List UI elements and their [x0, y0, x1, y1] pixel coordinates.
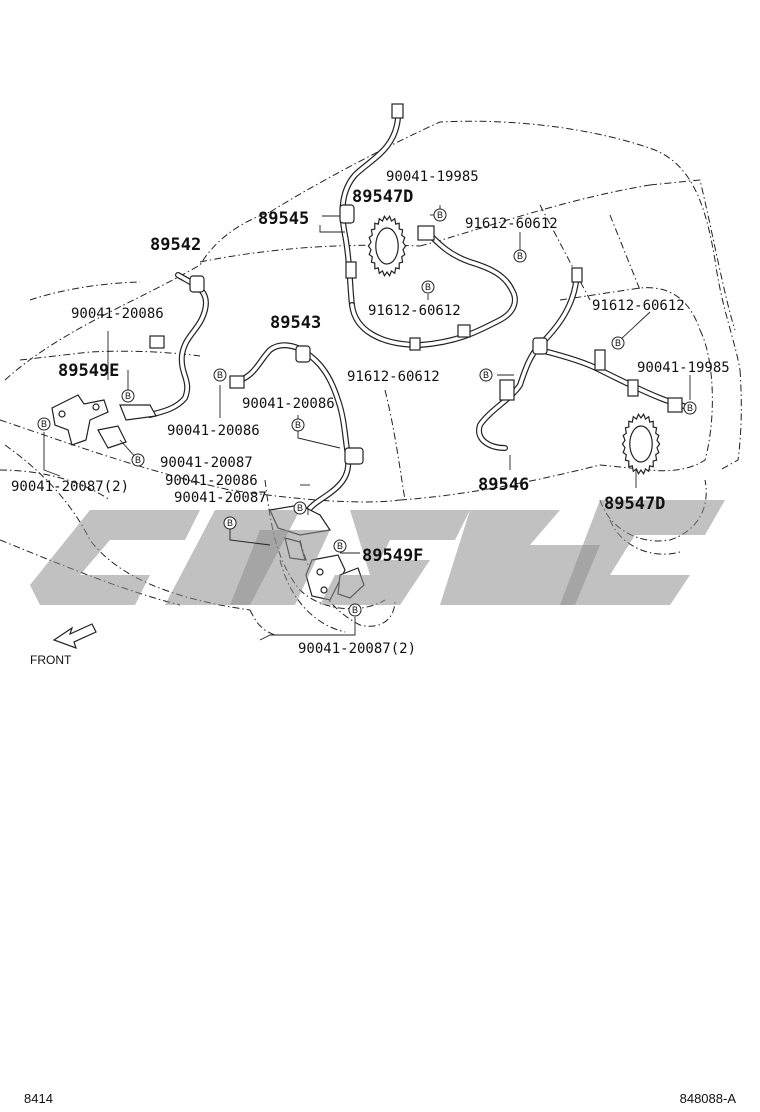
- bolt-marker: B: [293, 501, 307, 515]
- connector-89542: [149, 335, 165, 349]
- grommet-89543: [295, 345, 311, 363]
- svg-text:B: B: [337, 541, 343, 551]
- grommet-89546: [532, 337, 548, 355]
- clip-89545-b: [457, 324, 471, 338]
- bolt-markers: B B B B B B B B B B B B B B B: [37, 208, 697, 617]
- label-90041-19985-top: 90041-19985: [386, 169, 479, 185]
- bolt-marker: B: [131, 453, 145, 467]
- clip-89545: [345, 261, 357, 279]
- watermark-logo: [30, 500, 725, 605]
- bolt-marker: B: [223, 516, 237, 530]
- label-90041-20087-a: 90041-20087: [160, 455, 253, 471]
- sensor-rear-left: [417, 225, 435, 241]
- front-direction-arrow: FRONT: [30, 623, 97, 667]
- svg-text:B: B: [437, 210, 443, 220]
- label-91612-60612-a: 91612-60612: [465, 216, 558, 232]
- svg-text:B: B: [227, 518, 233, 528]
- part-labels: 89545 89542 89543 89546 89547D 89547D 89…: [11, 169, 730, 657]
- bracket-89546: [499, 379, 515, 401]
- sensor-rotor-89547d-top: [367, 215, 407, 277]
- bolt-marker: B: [479, 368, 493, 382]
- label-90041-19985-right: 90041-19985: [637, 360, 730, 376]
- label-91612-60612-c: 91612-60612: [592, 298, 685, 314]
- label-89549e: 89549E: [58, 361, 119, 381]
- rotor-bore: [375, 227, 399, 265]
- bolt-marker: B: [421, 280, 435, 294]
- bolt-marker: B: [291, 418, 305, 432]
- label-90041-20086-a: 90041-20086: [71, 306, 164, 322]
- label-90041-20087-2-bottom: 90041-20087(2): [298, 641, 416, 657]
- bolt-marker: B: [348, 603, 362, 617]
- svg-text:B: B: [125, 391, 131, 401]
- bolt-marker: B: [683, 401, 697, 415]
- svg-text:B: B: [352, 605, 358, 615]
- bolt-marker: B: [333, 539, 347, 553]
- grommet-89545: [339, 204, 355, 224]
- label-89545: 89545: [258, 209, 309, 229]
- bolt-marker: B: [611, 336, 625, 350]
- bolt-marker: B: [433, 208, 447, 222]
- svg-text:B: B: [687, 403, 693, 413]
- label-89546: 89546: [478, 475, 529, 495]
- label-89549f: 89549F: [362, 546, 423, 566]
- svg-text:B: B: [135, 455, 141, 465]
- bolt-marker: B: [513, 249, 527, 263]
- svg-text:B: B: [517, 251, 523, 261]
- footer-left-code: 8414: [24, 1091, 53, 1106]
- sensor-rotor-89547d-bottom: [621, 413, 661, 475]
- clip-89546-a: [594, 349, 606, 371]
- label-89543: 89543: [270, 313, 321, 333]
- clip-89545-c: [409, 337, 421, 351]
- label-91612-60612-d: 91612-60612: [347, 369, 440, 385]
- rotor-bore: [629, 425, 653, 463]
- label-90041-20086-b: 90041-20086: [242, 396, 335, 412]
- connector-89546-end: [571, 267, 583, 283]
- label-90041-20087-b: 90041-20087: [174, 490, 267, 506]
- clip-89546-b: [627, 379, 639, 397]
- bracket-89549e: [51, 394, 157, 449]
- label-89547d-bottom: 89547D: [604, 494, 665, 514]
- label-89542: 89542: [150, 235, 201, 255]
- connector-89545-end: [391, 103, 404, 119]
- label-91612-60612-b: 91612-60612: [368, 303, 461, 319]
- svg-text:B: B: [425, 282, 431, 292]
- label-90041-20086-d: 90041-20086: [165, 473, 258, 489]
- svg-text:B: B: [297, 503, 303, 513]
- svg-text:B: B: [483, 370, 489, 380]
- bolt-marker: B: [121, 389, 135, 403]
- connectors: [149, 103, 683, 465]
- label-89547d-top: 89547D: [352, 187, 413, 207]
- svg-text:B: B: [217, 370, 223, 380]
- front-label: FRONT: [30, 653, 72, 667]
- label-90041-20086-c: 90041-20086: [167, 423, 260, 439]
- sensor-front-right: [344, 447, 364, 465]
- footer-right-code: 848088-A: [680, 1091, 737, 1106]
- svg-text:B: B: [41, 419, 47, 429]
- grommet-89542: [189, 275, 205, 293]
- bolt-marker: B: [213, 368, 227, 382]
- vehicle-body-outline: [0, 120, 742, 636]
- svg-text:B: B: [295, 420, 301, 430]
- svg-text:B: B: [615, 338, 621, 348]
- label-90041-20087-2-left: 90041-20087(2): [11, 479, 129, 495]
- bolt-marker: B: [37, 417, 51, 431]
- connector-89543: [229, 375, 245, 389]
- sensor-rear-right: [667, 397, 683, 413]
